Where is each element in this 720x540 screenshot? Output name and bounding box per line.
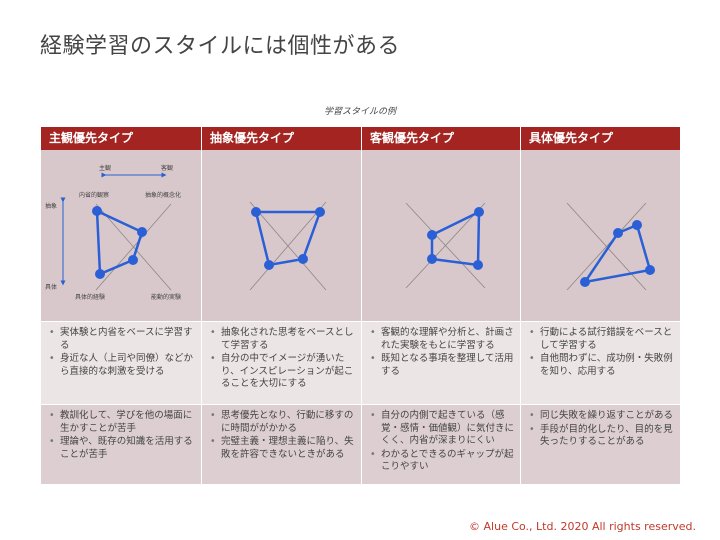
header-subjective-type: 主観優先タイプ xyxy=(41,127,201,150)
weaknesses-cell-abstract: 思考優先となり、行動に移すのに時間ががかかる 完璧主義・理想主義に陥り、失敗を許… xyxy=(202,405,361,484)
radar-cell-concrete xyxy=(521,150,680,321)
list-item: 客観的な理解や分析と、計画された実験をもとに学習する xyxy=(370,327,514,352)
radar-cell-abstract xyxy=(202,150,361,321)
list-item: 自分の内側で起きている（感覚・感情・価値観）に気付きにくく、内省が深まりにくい xyxy=(370,410,514,448)
radar-cell-objective xyxy=(362,150,520,321)
strengths-cell-subjective: 実体験と内省をベースに学習する 身近な人（上司や同僚）などから直接的な刺激を受け… xyxy=(41,322,201,404)
weaknesses-cell-objective: 自分の内側で起きている（感覚・感情・価値観）に気付きにくく、内省が深まりにくい … xyxy=(362,405,520,484)
label-active-experimentation: 能動的実験 xyxy=(151,293,181,301)
label-subjective: 主観 xyxy=(99,164,111,172)
strengths-cell-concrete: 行動による試行錯誤をベースとして学習する 自他問わずに、成功例・失敗例を知り、応… xyxy=(521,322,680,404)
list-item: 実体験と内省をベースに学習する xyxy=(49,327,195,352)
label-concrete-experience: 具体的経験 xyxy=(75,293,105,301)
list-item: 完璧主義・理想主義に陥り、失敗を許容できないときがある xyxy=(210,436,355,461)
radar-shape-subjective xyxy=(95,208,144,276)
strengths-cell-objective: 客観的な理解や分析と、計画された実験をもとに学習する 既知となる事項を整理して活… xyxy=(362,322,520,404)
label-objective: 客観 xyxy=(161,164,173,172)
list-item: 身近な人（上司や同僚）などから直接的な刺激を受ける xyxy=(49,353,195,378)
list-item: 理論や、既存の知識を活用することが苦手 xyxy=(49,436,195,461)
list-item: 抽象化された思考をベースとして学習する xyxy=(210,327,355,352)
page-title: 経験学習のスタイルには個性がある xyxy=(40,34,401,59)
weaknesses-cell-subjective: 教訓化して、学びを他の場面に生かすことが苦手 理論や、既存の知識を活用することが… xyxy=(41,405,201,484)
label-abstract: 抽象 xyxy=(45,202,57,210)
list-item: 自分の中でイメージが湧いたり、インスピレーションが起こることを大切にする xyxy=(210,353,355,391)
radar-cell-subjective: 主観 客観 抽象 具体 内省的観察 抽象的概念化 具体的経験 能動的実験 xyxy=(41,150,201,321)
header-concrete-type: 具体優先タイプ xyxy=(521,127,680,150)
list-item: 既知となる事項を整理して活用する xyxy=(370,353,514,378)
label-abstract-conceptualization: 抽象的概念化 xyxy=(145,191,181,199)
radar-diagram-abstract xyxy=(249,201,327,291)
table-caption: 学習スタイルの例 xyxy=(323,107,396,117)
header-objective-type: 客観優先タイプ xyxy=(362,127,520,150)
radar-diagram-subjective: 主観 客観 抽象 具体 内省的観察 抽象的概念化 具体的経験 能動的実験 xyxy=(45,164,181,301)
list-item: 教訓化して、学びを他の場面に生かすことが苦手 xyxy=(49,410,195,435)
header-abstract-type: 抽象優先タイプ xyxy=(202,127,361,150)
label-reflective-observation: 内省的観察 xyxy=(79,191,109,199)
radar-diagram-concrete xyxy=(566,202,655,291)
weaknesses-cell-concrete: 同じ失敗を繰り返すことがある 手段が目的化したり、目的を見失ったりすることがある xyxy=(521,405,680,484)
list-item: 思考優先となり、行動に移すのに時間ががかかる xyxy=(210,410,355,435)
list-item: 同じ失敗を繰り返すことがある xyxy=(529,410,674,423)
radar-diagram-objective xyxy=(405,202,486,289)
label-concrete: 具体 xyxy=(45,283,57,291)
list-item: 行動による試行錯誤をベースとして学習する xyxy=(529,327,674,352)
list-item: 自他問わずに、成功例・失敗例を知り、応用する xyxy=(529,353,674,378)
list-item: わかるとできるのギャップが起こりやすい xyxy=(370,449,514,474)
list-item: 手段が目的化したり、目的を見失ったりすることがある xyxy=(529,424,674,449)
copyright-notice: © Alue Co., Ltd. 2020 All rights reserve… xyxy=(469,520,696,533)
strengths-cell-abstract: 抽象化された思考をベースとして学習する 自分の中でイメージが湧いたり、インスピレ… xyxy=(202,322,361,404)
